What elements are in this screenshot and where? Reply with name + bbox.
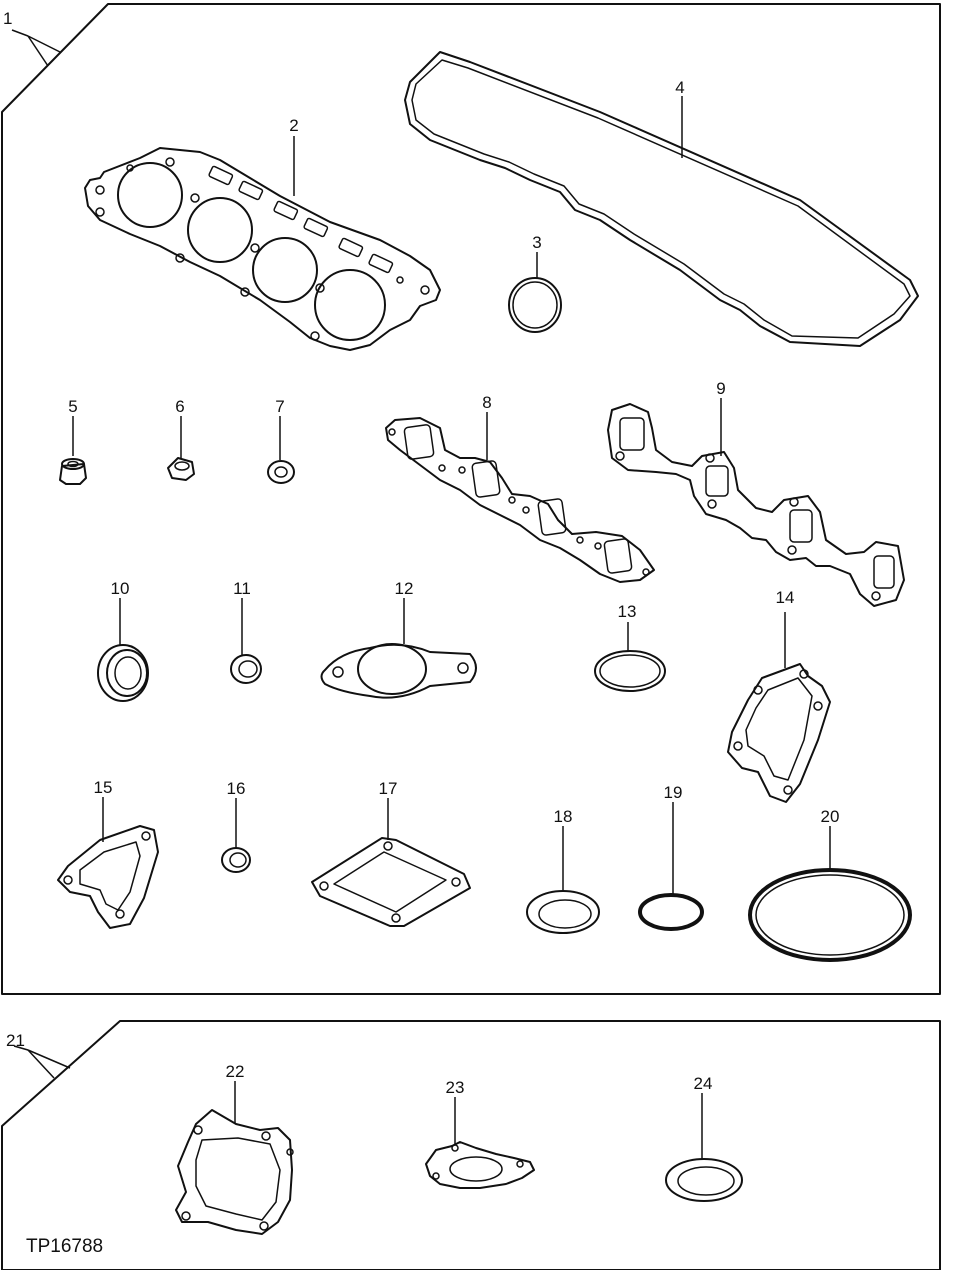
part-18-washer-ring: 18 <box>526 807 600 934</box>
part-23-callout: 23 <box>446 1078 465 1097</box>
part-12-flange-gasket: 12 <box>320 579 477 699</box>
part-14-water-pump-gasket: 14 <box>727 588 831 803</box>
part-22-callout: 22 <box>226 1062 245 1081</box>
part-7-callout: 7 <box>275 397 284 416</box>
part-15-thermostat-gasket: 15 <box>57 778 159 929</box>
part-23-flange-gasket: 23 <box>425 1078 535 1189</box>
part-4-callout: 4 <box>675 78 684 97</box>
part-10-oil-seal: 10 <box>97 579 149 702</box>
part-3-o-ring: 3 <box>508 233 562 333</box>
part-24-washer-ring: 24 <box>665 1074 743 1202</box>
part-7-washer: 7 <box>267 397 295 484</box>
part-18-callout: 18 <box>554 807 573 826</box>
part-16-callout: 16 <box>227 779 246 798</box>
part-14-callout: 14 <box>776 588 795 607</box>
part-20-large-o-ring: 20 <box>748 807 912 962</box>
part-17-callout: 17 <box>379 779 398 798</box>
part-2-callout: 2 <box>289 116 298 135</box>
part-16-washer: 16 <box>221 779 251 873</box>
part-9-callout: 9 <box>716 379 725 398</box>
kit-21-frame <box>1 1020 941 1270</box>
part-17-square-gasket: 17 <box>311 779 471 927</box>
part-11-callout: 11 <box>233 579 251 598</box>
part-19-callout: 19 <box>664 783 683 802</box>
part-5-callout: 5 <box>68 397 77 416</box>
part-6-callout: 6 <box>175 397 184 416</box>
kit-21-callout: 21 <box>6 1031 25 1050</box>
part-8-callout: 8 <box>482 393 491 412</box>
part-3-callout: 3 <box>532 233 541 252</box>
part-8-intake-manifold-gasket: 8 <box>385 393 655 583</box>
figure-code: TP16788 <box>26 1236 103 1257</box>
part-13-callout: 13 <box>618 602 637 621</box>
part-12-callout: 12 <box>395 579 414 598</box>
kit-1-frame <box>1 3 941 995</box>
part-9-exhaust-manifold-gasket: 9 <box>607 379 905 607</box>
part-5-valve-stem-seal: 5 <box>59 397 87 485</box>
part-2-head-gasket: 2 <box>84 116 441 351</box>
part-20-callout: 20 <box>821 807 840 826</box>
part-4-rocker-cover-gasket: 4 <box>404 51 919 347</box>
part-13-o-ring: 13 <box>594 602 666 692</box>
kit-1-callout: 1 <box>3 9 12 28</box>
part-15-callout: 15 <box>94 778 113 797</box>
part-19-o-ring: 19 <box>638 783 704 931</box>
part-10-callout: 10 <box>111 579 130 598</box>
part-22-gasket: 22 <box>175 1062 294 1235</box>
part-24-callout: 24 <box>694 1074 713 1093</box>
part-11-seal: 11 <box>230 579 262 684</box>
part-6-seal: 6 <box>167 397 195 481</box>
